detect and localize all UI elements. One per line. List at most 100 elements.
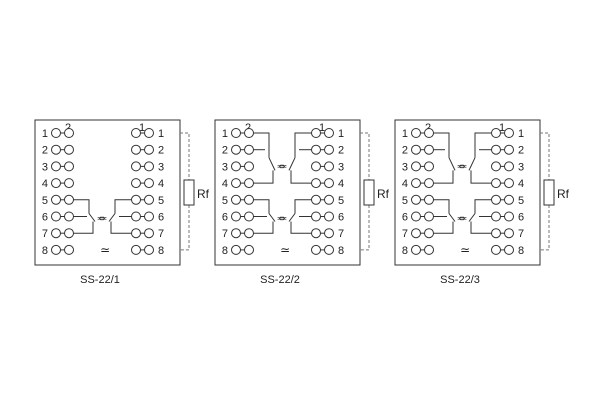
right-terminal-a bbox=[491, 128, 501, 138]
left-terminal-b bbox=[424, 211, 434, 222]
left-pin-number: 5 bbox=[42, 195, 48, 207]
rf-resistor-symbol bbox=[183, 179, 195, 206]
right-pin-number: 4 bbox=[158, 178, 164, 190]
left-terminal-a bbox=[411, 144, 421, 155]
left-terminal-a bbox=[411, 244, 421, 255]
left-upper-no-lead bbox=[433, 170, 454, 184]
right-terminal-a bbox=[311, 178, 321, 189]
left-pin-number: 5 bbox=[222, 195, 228, 207]
left-lower-switch-blade bbox=[88, 213, 96, 222]
right-pin-number: 5 bbox=[158, 195, 164, 207]
left-upper-no-lead bbox=[253, 170, 274, 184]
left-terminal-b bbox=[244, 144, 254, 155]
right-pin-number: 2 bbox=[158, 145, 164, 157]
left-upper-switch-blade bbox=[268, 157, 276, 171]
right-upper-switch-blade bbox=[468, 157, 476, 171]
right-pin-number: 8 bbox=[158, 245, 164, 257]
left-terminal-b bbox=[64, 161, 74, 172]
left-pin-number: 8 bbox=[222, 245, 228, 257]
left-pin-number: 1 bbox=[42, 128, 48, 140]
left-terminal-b bbox=[64, 128, 74, 138]
right-terminal-b bbox=[504, 211, 514, 222]
right-pin-number: 3 bbox=[158, 161, 164, 173]
left-pin-number: 2 bbox=[402, 145, 408, 157]
left-terminal-a bbox=[231, 161, 241, 172]
right-lower-no-lead bbox=[110, 221, 132, 234]
right-terminal-a bbox=[491, 178, 501, 189]
left-pin-number: 3 bbox=[402, 161, 408, 173]
left-terminal-b bbox=[64, 244, 74, 255]
left-actuator-arrow: ⇒ bbox=[277, 214, 285, 225]
right-terminal-a bbox=[491, 211, 501, 222]
left-terminal-b bbox=[424, 161, 434, 172]
right-terminal-a bbox=[131, 228, 141, 239]
left-terminal-a bbox=[51, 161, 61, 172]
right-terminal-a bbox=[131, 161, 141, 172]
right-pin-number: 8 bbox=[518, 245, 524, 257]
left-pin-number: 3 bbox=[222, 161, 228, 173]
left-pin-number: 8 bbox=[42, 245, 48, 257]
left-terminal-a bbox=[51, 128, 61, 138]
right-lower-switch-blade bbox=[288, 213, 296, 222]
right-header-label: 1 bbox=[499, 122, 505, 134]
right-header-label: 1 bbox=[319, 122, 325, 134]
right-pin-number: 3 bbox=[518, 161, 524, 173]
left-terminal-a bbox=[231, 211, 241, 222]
ac-coil-symbol: ≃ bbox=[100, 243, 110, 257]
relay-frame bbox=[394, 119, 541, 266]
left-pin-number: 4 bbox=[402, 178, 408, 190]
left-terminal-a bbox=[411, 194, 421, 205]
rf-lower-dashed-lead bbox=[360, 205, 370, 251]
right-terminal-a bbox=[491, 228, 501, 239]
left-terminal-a bbox=[231, 178, 241, 189]
upper-left-actuator-arrow: ⇒ bbox=[277, 161, 285, 172]
right-terminal-b bbox=[504, 178, 514, 189]
right-actuator-arrow: ⇐ bbox=[279, 214, 287, 225]
left-pin-number: 8 bbox=[402, 245, 408, 257]
right-terminal-b bbox=[144, 244, 154, 255]
left-upper-common-lead bbox=[433, 132, 450, 158]
left-lower-common-lead bbox=[73, 199, 90, 214]
left-pin-number: 6 bbox=[42, 212, 48, 224]
right-terminal-b bbox=[144, 178, 154, 189]
left-pin-number: 1 bbox=[402, 128, 408, 140]
left-pin-number: 4 bbox=[222, 178, 228, 190]
right-terminal-b bbox=[324, 244, 334, 255]
right-terminal-a bbox=[131, 211, 141, 222]
rf-upper-dashed-lead bbox=[540, 132, 550, 180]
right-terminal-a bbox=[311, 211, 321, 222]
right-terminal-b bbox=[144, 228, 154, 239]
left-pin-number: 6 bbox=[222, 212, 228, 224]
right-pin-number: 6 bbox=[518, 212, 524, 224]
left-terminal-a bbox=[51, 178, 61, 189]
right-pin-number: 6 bbox=[158, 212, 164, 224]
rf-lower-dashed-lead bbox=[180, 205, 190, 251]
rf-lower-dashed-lead bbox=[540, 205, 550, 251]
right-terminal-b bbox=[324, 128, 334, 138]
left-terminal-a bbox=[51, 211, 61, 222]
right-pin-number: 3 bbox=[338, 161, 344, 173]
right-terminal-a bbox=[491, 194, 501, 205]
right-pin-number: 4 bbox=[338, 178, 344, 190]
right-pin-number: 2 bbox=[338, 145, 344, 157]
left-terminal-a bbox=[231, 228, 241, 239]
right-terminal-b bbox=[144, 211, 154, 222]
right-terminal-b bbox=[324, 228, 334, 239]
left-terminal-b bbox=[64, 178, 74, 189]
left-terminal-b bbox=[64, 211, 74, 222]
left-lower-no-lead bbox=[73, 221, 94, 234]
right-lower-common-lead bbox=[474, 199, 492, 214]
right-terminal-a bbox=[311, 194, 321, 205]
diagram-title: SS-22/2 bbox=[260, 274, 300, 286]
right-terminal-a bbox=[131, 128, 141, 138]
left-lower-switch-blade bbox=[268, 213, 276, 222]
left-terminal-a bbox=[51, 194, 61, 205]
right-lower-common-lead bbox=[114, 199, 132, 214]
relay-frame bbox=[214, 119, 361, 266]
right-terminal-a bbox=[491, 244, 501, 255]
right-lower-switch-blade bbox=[468, 213, 476, 222]
left-pin-number: 1 bbox=[222, 128, 228, 140]
left-lower-no-lead bbox=[433, 221, 454, 234]
